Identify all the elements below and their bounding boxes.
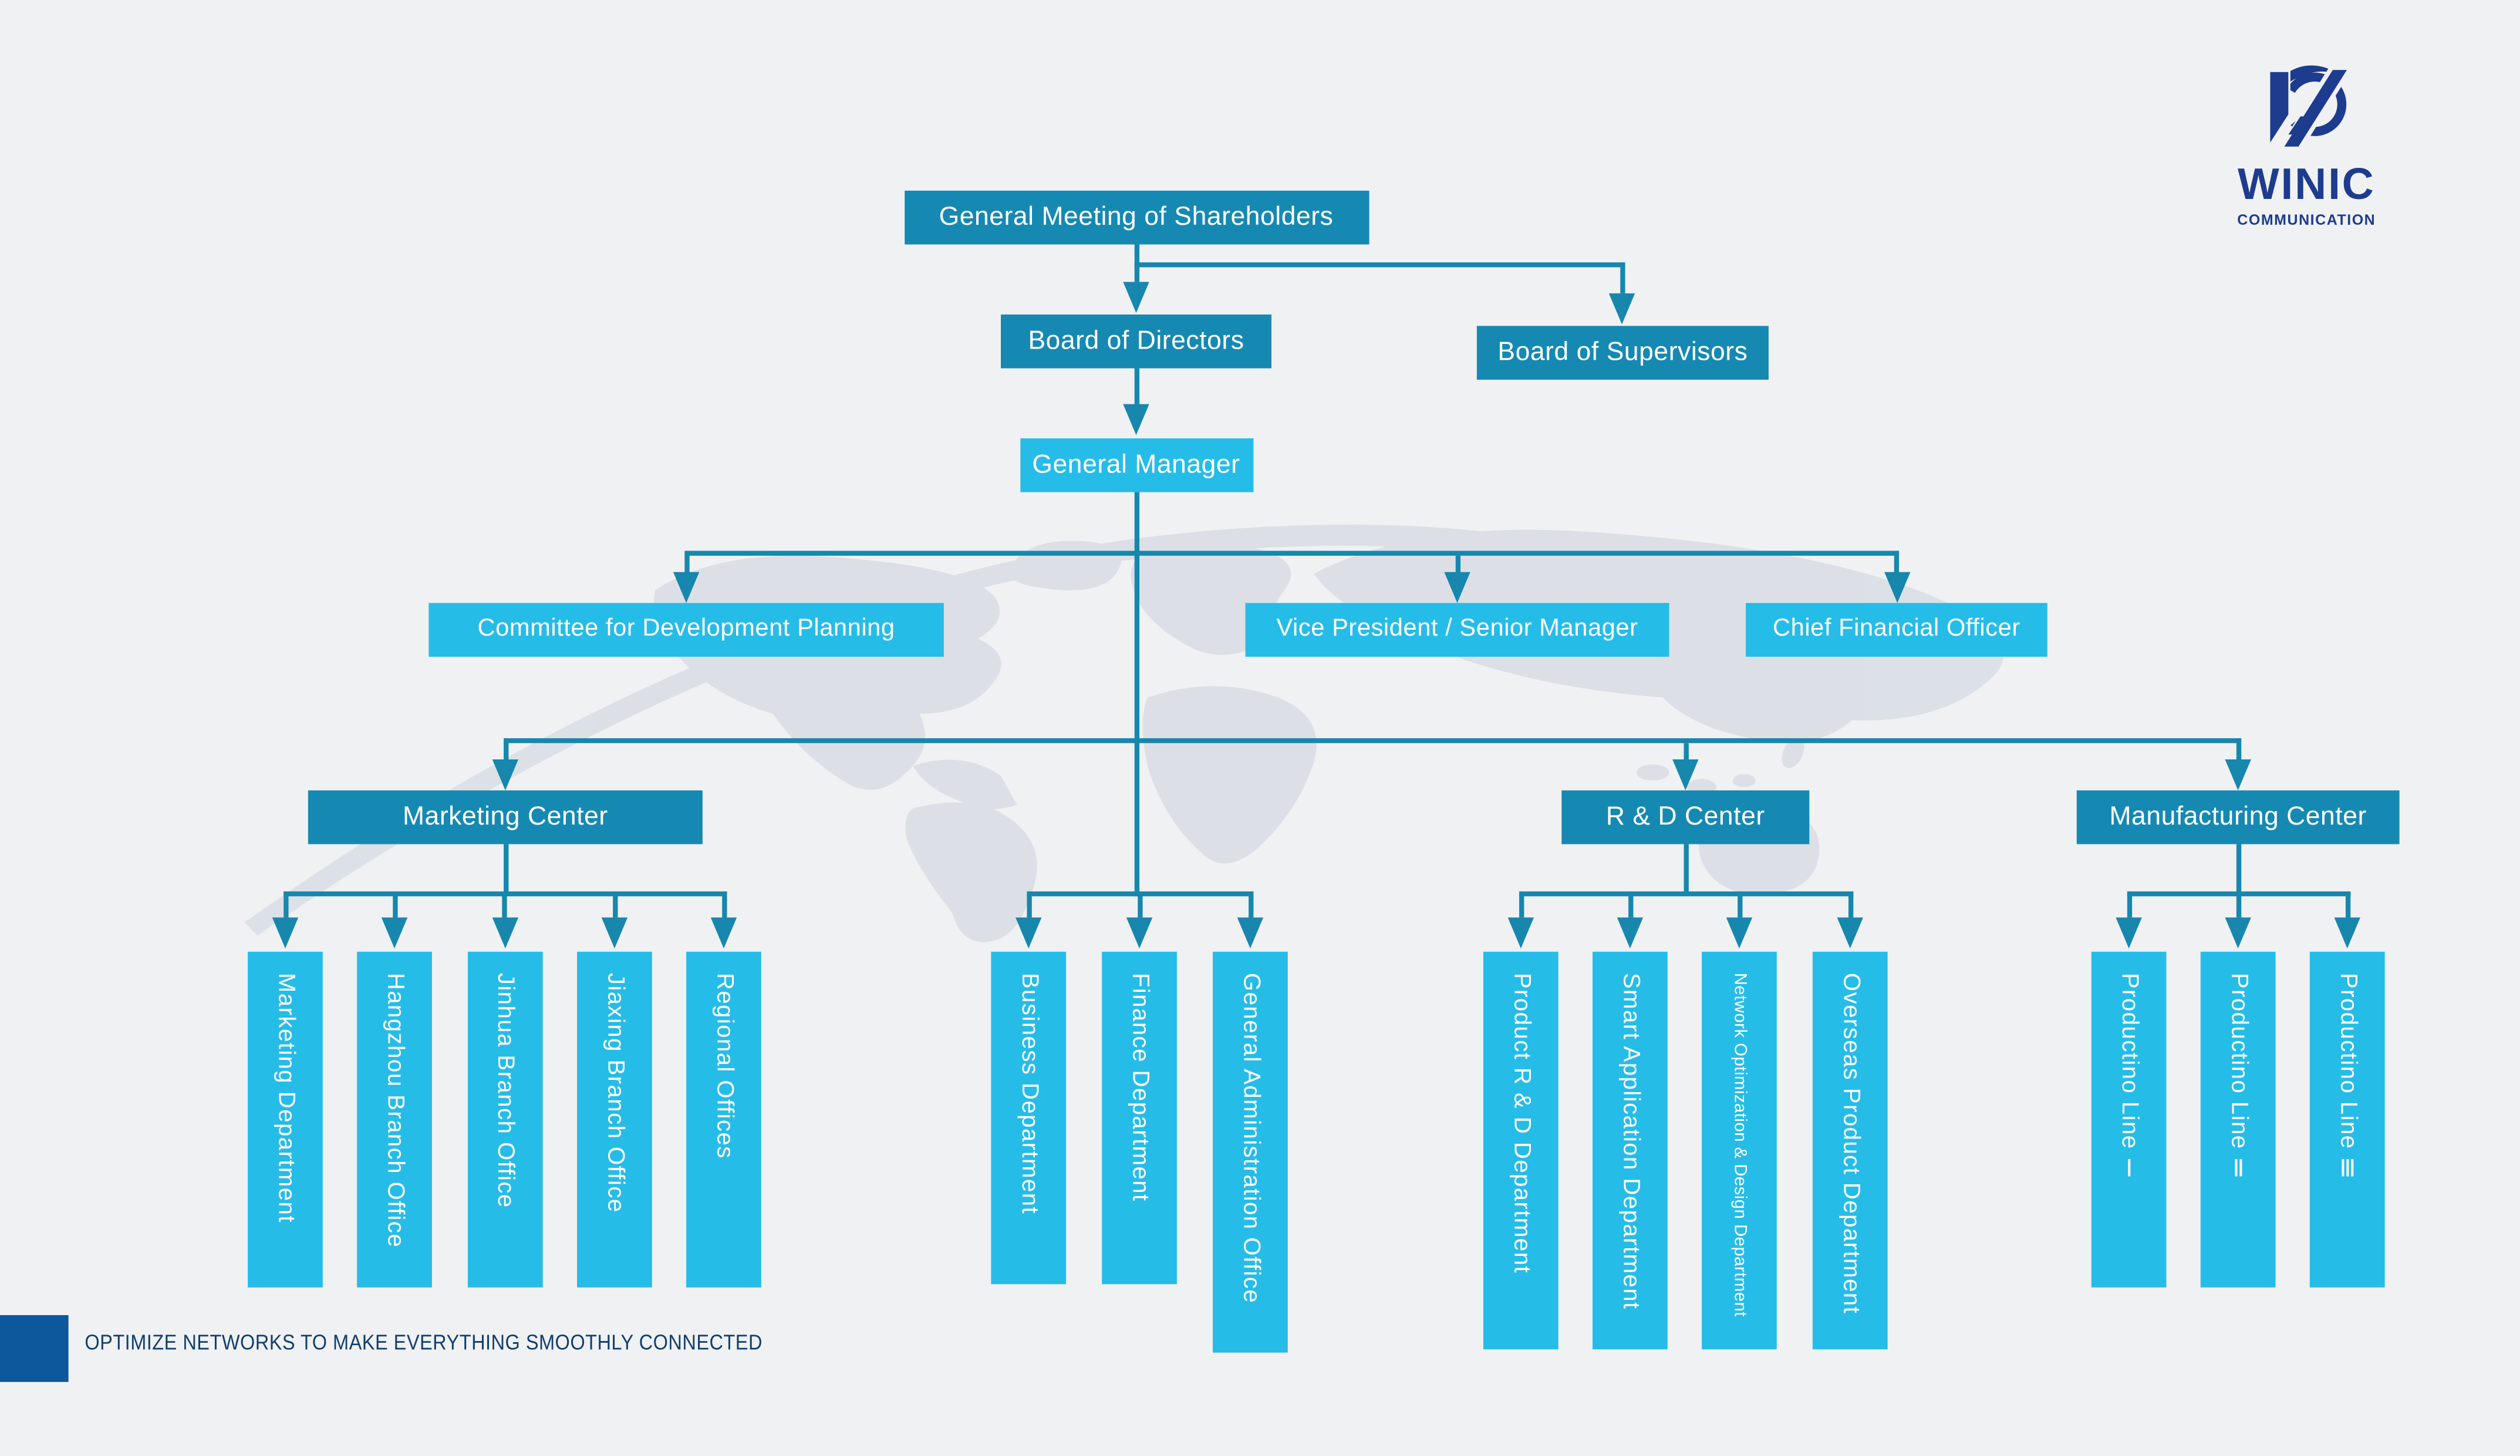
node-general-administration-office: General Administration Office <box>1213 951 1288 1353</box>
connector-manufacturing-center-stem <box>2235 738 2241 761</box>
connector-directors-to-gm <box>1134 368 1139 404</box>
connector-child-stub <box>721 891 727 918</box>
arrow-to-manufacturing-center <box>2225 759 2251 791</box>
arrow-child <box>1126 917 1153 949</box>
arrow-child <box>272 917 299 949</box>
connector-cfo-stem <box>1894 550 1900 574</box>
arrow-to-vice-president <box>1444 572 1470 603</box>
connector-child-stub <box>1026 891 1031 918</box>
node-committee-development-planning: Committee for Development Planning <box>429 603 944 657</box>
node-general-manager: General Manager <box>1019 438 1253 492</box>
arrow-to-rd-center <box>1672 759 1699 791</box>
node-manufacturing-center: Manufacturing Center <box>2076 790 2400 844</box>
node-product-rd-department: Product R & D Department <box>1483 951 1558 1350</box>
arrow-child <box>2225 917 2251 949</box>
connector-child-stub <box>1136 891 1142 918</box>
arrow-to-cfo <box>1883 572 1910 603</box>
node-jinhua-branch-office: Jinhua Branch Office <box>467 951 542 1288</box>
connector-child-stub <box>1627 891 1633 918</box>
connector-child-stub <box>1847 891 1853 918</box>
connector-child-stub <box>2235 891 2241 918</box>
connector-child-stub <box>2126 891 2131 918</box>
connector-marketing-center-stem <box>502 738 508 761</box>
arrow-child <box>601 917 628 949</box>
arrow-to-general-manager <box>1123 404 1149 435</box>
connector-supervisors-stem <box>1619 262 1625 293</box>
node-jiaxing-branch-office: Jiaxing Branch Office <box>577 951 652 1288</box>
node-marketing-center: Marketing Center <box>308 790 703 844</box>
arrow-to-board-of-supervisors <box>1608 293 1635 325</box>
arrow-child <box>381 917 408 949</box>
node-general-meeting-of-shareholders: General Meeting of Shareholders <box>903 190 1369 245</box>
logo-subtitle-text: COMMUNICATION <box>2237 211 2376 228</box>
node-rd-center: R & D Center <box>1561 790 1810 844</box>
arrow-to-committee <box>673 572 700 603</box>
connector-marketing-feed <box>502 844 508 893</box>
connector-rd-feed <box>1683 844 1688 893</box>
tagline-accent-square <box>0 1315 69 1382</box>
node-overseas-product-department: Overseas Product Department <box>1812 951 1888 1350</box>
arrow-child <box>1837 917 1863 949</box>
node-production-line-3: Productino Line Ⅲ <box>2309 951 2385 1288</box>
arrow-child <box>710 917 737 949</box>
connector-child-stub <box>1736 891 1742 918</box>
winic-logo-icon <box>2266 65 2353 149</box>
node-business-department: Business Department <box>991 951 1067 1285</box>
connector-child-stub <box>392 891 397 918</box>
arrow-child <box>491 917 518 949</box>
arrow-child <box>1726 917 1753 949</box>
node-chief-financial-officer: Chief Financial Officer <box>1746 603 2047 657</box>
node-production-line-1: Productino Line Ⅰ <box>2091 951 2167 1288</box>
arrow-child <box>2116 917 2142 949</box>
arrow-child <box>1617 917 1644 949</box>
node-regional-offices: Regional Offices <box>686 951 761 1288</box>
node-network-optimization-design-department: Network Optimization & Design Department <box>1702 951 1777 1350</box>
connector-manufacturing-feed <box>2235 844 2241 893</box>
connector-vp-stem <box>1455 555 1460 574</box>
node-production-line-2: Productino Line Ⅱ <box>2200 951 2276 1288</box>
connector-child-stub <box>502 891 507 918</box>
connector-child-stub <box>2344 891 2350 918</box>
connector-centers-bus <box>505 738 2240 744</box>
connector-level4-bus <box>686 550 1900 556</box>
node-finance-department: Finance Department <box>1102 951 1177 1285</box>
node-board-of-supervisors: Board of Supervisors <box>1476 326 1769 380</box>
connector-child-stub <box>1247 891 1253 918</box>
connector-child-stub <box>282 891 288 918</box>
node-smart-application-department: Smart Application Department <box>1593 951 1668 1350</box>
company-logo: WINIC COMMUNICATION <box>2217 62 2396 228</box>
arrow-child <box>1507 917 1534 949</box>
arrow-child <box>2334 917 2360 949</box>
connector-rd-center-stem <box>1683 743 1688 761</box>
connector-child-stub <box>1518 891 1524 918</box>
arrow-to-marketing-center <box>492 759 519 791</box>
connector-gm-main-drop <box>1134 492 1139 897</box>
node-hangzhou-branch-office: Hangzhou Branch Office <box>357 951 432 1288</box>
arrow-to-board-of-directors <box>1123 282 1149 313</box>
tagline-text: OPTIMIZE NETWORKS TO MAKE EVERYTHING SMO… <box>85 1329 763 1354</box>
arrow-child <box>1016 917 1042 949</box>
arrow-child <box>1237 917 1264 949</box>
node-marketing-department: Marketing Department <box>248 951 323 1288</box>
connector-child-stub <box>612 891 618 918</box>
logo-brand-text: WINIC <box>2237 160 2376 209</box>
connector-supervisors-branch <box>1134 262 1625 268</box>
connector-committee-stem <box>683 550 689 574</box>
connector-rd-children-bus <box>1518 891 1853 897</box>
node-vice-president-senior-manager: Vice President / Senior Manager <box>1245 603 1669 657</box>
node-board-of-directors: Board of Directors <box>1001 314 1271 369</box>
